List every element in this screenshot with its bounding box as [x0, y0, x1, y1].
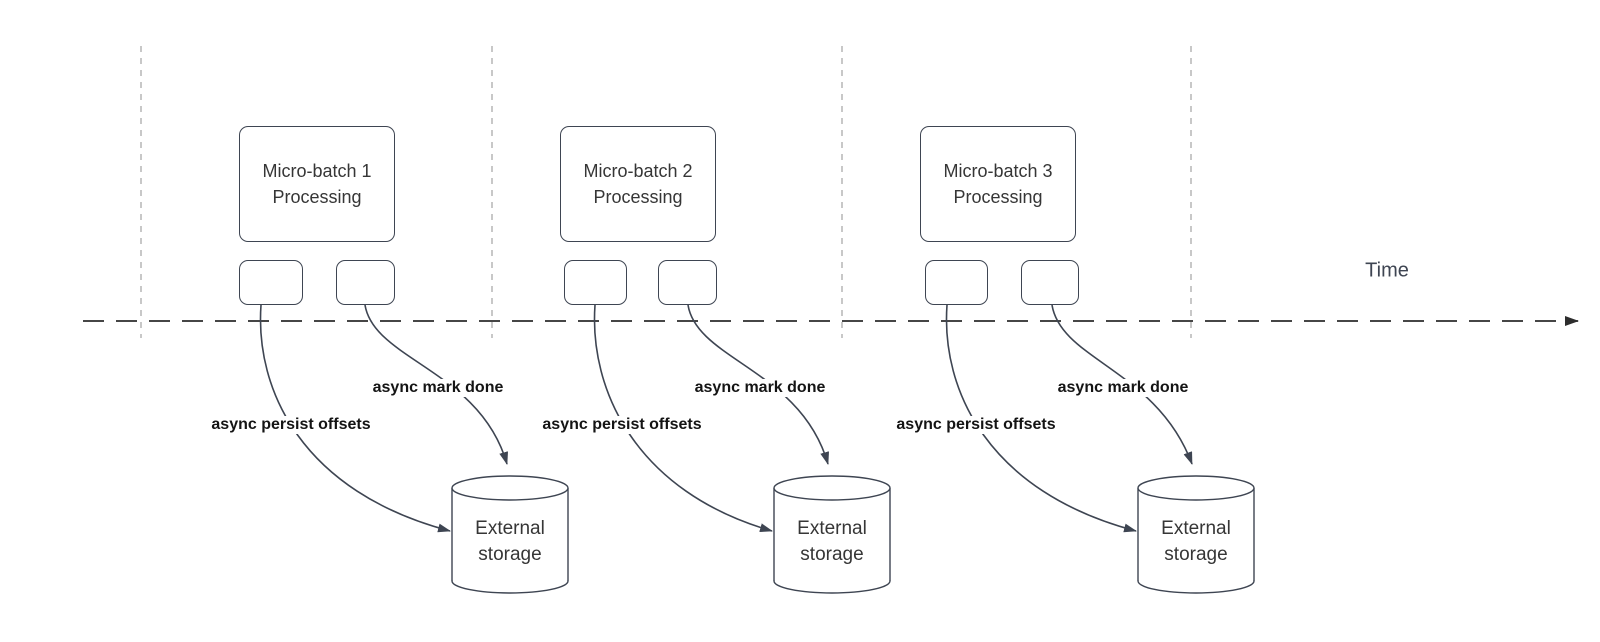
async-mark-done-arrow-3 [1051, 304, 1193, 465]
external-storage-label-1: External storage [475, 518, 545, 565]
async-persist-offsets-label-3: async persist offsets [893, 416, 1059, 434]
async-persist-offsets-label-2: async persist offsets [539, 416, 705, 434]
async-persist-offsets-arrow-1 [259, 304, 451, 533]
external-storage-cylinder-1 [451, 475, 569, 594]
mark-done-task-box-3 [1021, 260, 1079, 305]
micro-batch-3-processing-box: Micro-batch 3 Processing [920, 126, 1076, 242]
async-persist-offsets-arrow-2 [593, 304, 773, 533]
mark-done-task-box-1 [336, 260, 395, 305]
micro-batch-2-processing-box: Micro-batch 2 Processing [560, 126, 716, 242]
mark-done-task-box-2 [658, 260, 717, 305]
external-storage-label-2: External storage [797, 518, 867, 565]
persist-offsets-task-box-1 [239, 260, 303, 305]
persist-offsets-task-box-2 [564, 260, 627, 305]
async-mark-done-label-3: async mark done [1054, 379, 1192, 397]
async-mark-done-arrow-1 [364, 304, 508, 465]
async-mark-done-arrow-2 [687, 304, 829, 465]
external-storage-cylinder-3 [1137, 475, 1255, 594]
external-storage-label-3: External storage [1161, 518, 1231, 565]
persist-offsets-task-box-3 [925, 260, 988, 305]
time-axis-label: Time [1365, 259, 1409, 282]
async-persist-offsets-arrow-3 [945, 304, 1137, 533]
external-storage-cylinder-2 [773, 475, 891, 594]
micro-batch-1-processing-box: Micro-batch 1 Processing [239, 126, 395, 242]
async-persist-offsets-label-1: async persist offsets [208, 416, 374, 434]
async-mark-done-label-1: async mark done [369, 379, 507, 397]
async-mark-done-label-2: async mark done [691, 379, 829, 397]
